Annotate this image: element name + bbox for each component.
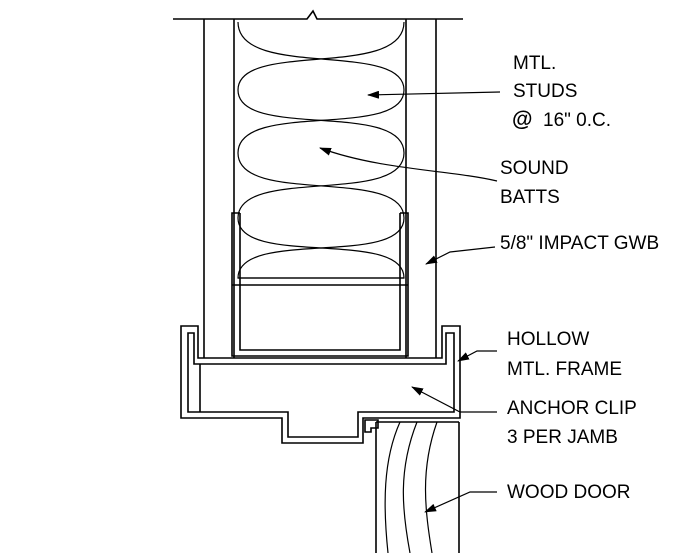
sound-batt-insulation xyxy=(237,21,405,279)
door-line-1: WOOD DOOR xyxy=(507,482,631,503)
frame-line-1: HOLLOW xyxy=(507,329,589,350)
gypsum-board-left xyxy=(203,19,235,358)
metal-stud-channel xyxy=(231,212,409,357)
wood-door xyxy=(375,421,460,553)
top-break-line xyxy=(173,9,463,20)
label-mtl-studs: MTL. STUDS @ 16" 0.C. xyxy=(512,53,611,131)
anchor-clip xyxy=(364,419,379,433)
label-anchor-clip: ANCHOR CLIP 3 PER JAMB xyxy=(507,398,637,448)
hollow-metal-frame xyxy=(180,325,461,444)
clip-line-1: ANCHOR CLIP xyxy=(507,398,637,419)
clip-line-2: 3 PER JAMB xyxy=(507,427,618,448)
batts-line-2: BATTS xyxy=(500,187,560,208)
gwb-line-1: 5/8" IMPACT GWB xyxy=(500,233,659,254)
label-sound-batts: SOUND BATTS xyxy=(500,158,569,208)
leader-lines xyxy=(319,90,501,513)
label-impact-gwb: 5/8" IMPACT GWB xyxy=(500,233,659,254)
label-hollow-frame: HOLLOW MTL. FRAME xyxy=(507,329,622,380)
frame-line-2: MTL. FRAME xyxy=(507,359,622,380)
studs-line-1: MTL. xyxy=(513,53,556,74)
gypsum-board-right xyxy=(405,19,437,358)
label-wood-door: WOOD DOOR xyxy=(507,482,631,503)
studs-line-2: STUDS xyxy=(513,81,577,102)
batts-line-1: SOUND xyxy=(500,158,569,179)
studs-spacing: 16" 0.C. xyxy=(543,110,611,131)
studs-at-symbol: @ xyxy=(512,108,532,131)
